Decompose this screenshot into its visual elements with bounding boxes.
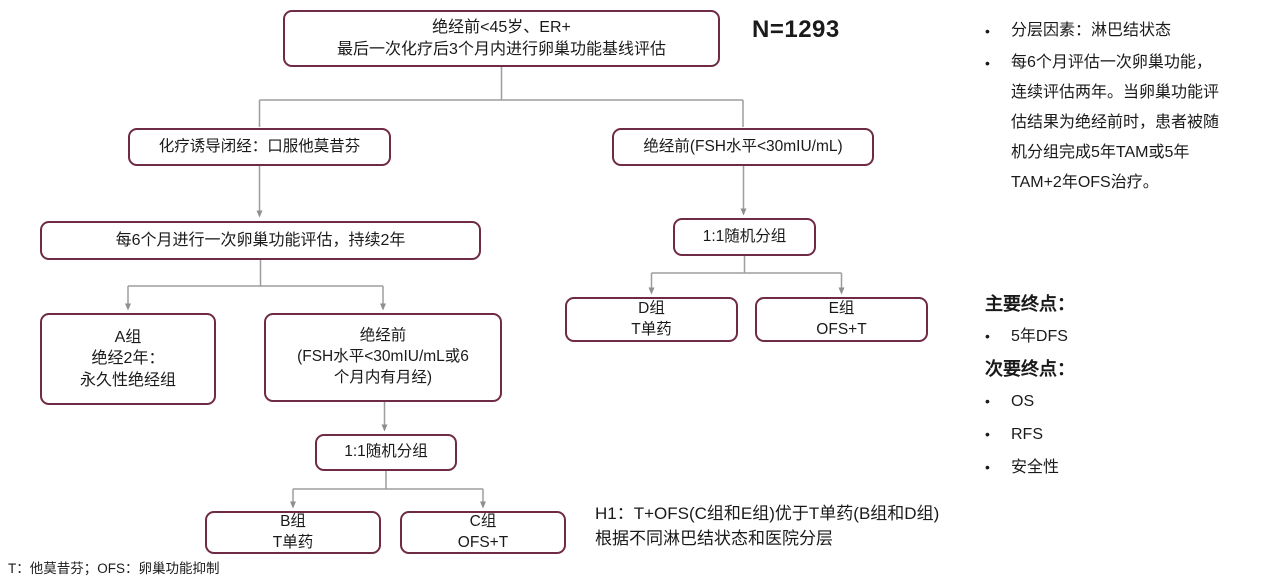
node-text-line: 最后一次化疗后3个月内进行卵巢功能基线评估 [337,40,666,58]
node-group-a: A组 绝经2年： 永久性绝经组 [40,313,216,405]
secondary-endpoint-item: RFS [1011,426,1043,443]
node-text-line: A组 [114,328,142,346]
bullet-icon: • [985,459,990,475]
node-text-line: 永久性绝经组 [79,371,176,389]
node-text-line: D组 [638,299,665,317]
secondary-endpoint-heading: 次要终点： [985,359,1075,379]
secondary-endpoint-item: 安全性 [1011,459,1060,476]
node-text-line: OFS+T [816,320,867,338]
bullet-icon: • [985,55,990,71]
bullet-icon: • [985,393,990,409]
hypothesis-line-1: H1：T+OFS(C组和E组)优于T单药(B组和D组) [595,504,940,523]
node-group-c: C组 OFS+T [400,511,566,554]
node-text-line: 化疗诱导闭经：口服他莫昔芬 [158,137,361,155]
node-randomization-left: 1:1随机分组 [315,434,457,471]
node-root-baseline-assessment: 绝经前<45岁、ER+ 最后一次化疗后3个月内进行卵巢功能基线评估 [283,10,720,67]
list-item: • 5年DFS [985,320,1231,353]
note-stratification: 分层因素：淋巴结状态 [1011,22,1172,39]
bullet-icon: • [985,23,990,39]
node-text-line: B组 [280,512,306,530]
node-group-e: E组 OFS+T [755,297,928,342]
primary-endpoint-item: 5年DFS [1011,328,1068,345]
secondary-endpoint-item: OS [1011,393,1035,410]
node-text-line: C组 [469,512,497,530]
hypothesis-text: H1：T+OFS(C组和E组)优于T单药(B组和D组) 根据不同淋巴结状态和医院… [595,502,939,551]
primary-endpoint-heading: 主要终点： [985,294,1075,314]
node-group-b: B组 T单药 [205,511,381,554]
node-group-d: D组 T单药 [565,297,738,342]
node-ovarian-assessment-schedule: 每6个月进行一次卵巢功能评估，持续2年 [40,221,481,260]
node-text-line: 1:1随机分组 [344,443,428,461]
list-item: • RFS [985,418,1231,451]
node-chemo-induced-amenorrhea: 化疗诱导闭经：口服他莫昔芬 [128,128,391,166]
sample-size-label: N=1293 [752,16,840,43]
list-item: • 安全性 [985,451,1231,484]
node-premenopausal-fsh: 绝经前(FSH水平<30mIU/mL) [612,128,874,166]
bullet-icon: • [985,328,990,344]
node-text-line: 绝经前<45岁、ER+ [432,18,571,36]
node-text-line: 个月内有月经) [333,368,433,386]
abbreviation-footnote: T：他莫昔芬；OFS：卵巢功能抑制 [8,561,220,576]
list-item: • 每6个月评估一次卵巢功能，连续评估两年。当卵巢功能评估结果为绝经前时，患者被… [985,48,1231,198]
endpoints-section: 主要终点： • 5年DFS 次要终点： • OS • RFS • 安全性 [985,288,1231,484]
node-text-line: (FSH水平<30mIU/mL或6 [297,348,469,366]
node-text-line: T单药 [272,533,314,551]
node-text-line: 绝经前 [359,327,407,345]
node-text-line: 绝经前(FSH水平<30mIU/mL) [643,137,843,155]
sidebar-notes: • 分层因素：淋巴结状态 • 每6个月评估一次卵巢功能，连续评估两年。当卵巢功能… [985,16,1231,200]
node-text-line: 每6个月进行一次卵巢功能评估，持续2年 [115,231,406,249]
node-premenopausal-mid: 绝经前 (FSH水平<30mIU/mL或6 个月内有月经) [264,313,502,402]
node-randomization-right: 1:1随机分组 [673,218,816,256]
node-text-line: OFS+T [457,533,509,551]
bullet-icon: • [985,426,990,442]
list-item: • 分层因素：淋巴结状态 [985,16,1231,46]
hypothesis-line-2: 根据不同淋巴结状态和医院分层 [595,528,833,548]
node-text-line: 绝经2年： [91,350,165,368]
note-followup: 每6个月评估一次卵巢功能，连续评估两年。当卵巢功能评估结果为绝经前时，患者被随机… [1011,54,1220,191]
node-text-line: 1:1随机分组 [702,227,787,245]
node-text-line: T单药 [631,320,672,338]
list-item: • OS [985,385,1231,418]
node-text-line: E组 [828,299,855,317]
